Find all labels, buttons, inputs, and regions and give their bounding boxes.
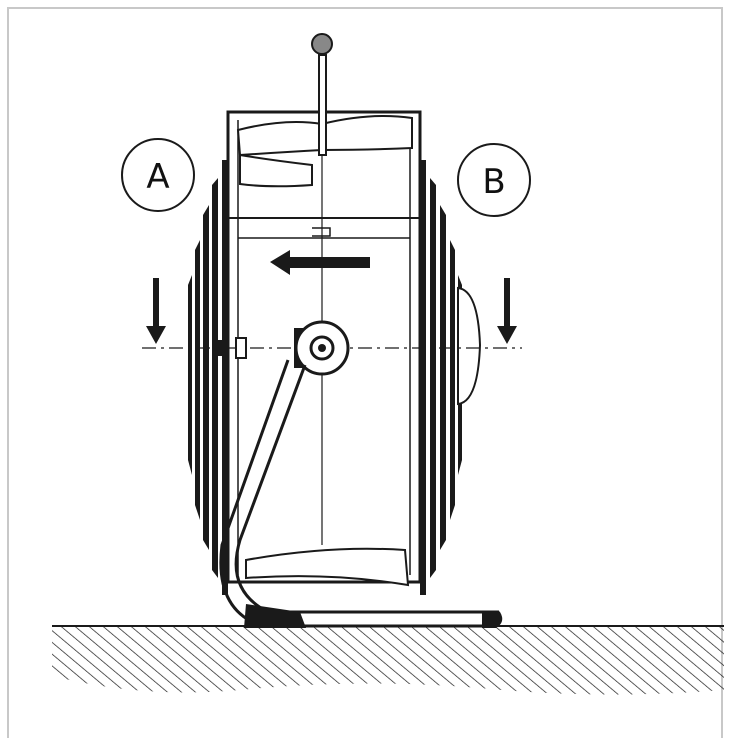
- motor-hub-icon: [294, 320, 350, 376]
- arrow-down-icon: [497, 278, 517, 344]
- right-grille: [420, 160, 462, 595]
- label-a-text: A: [146, 157, 169, 197]
- left-pivot: [214, 337, 247, 359]
- motor-housing: [457, 286, 482, 406]
- label-b-text: B: [482, 162, 505, 202]
- top-rod: [311, 33, 333, 156]
- outer-border: [7, 7, 723, 738]
- left-grille: [188, 160, 228, 595]
- arrow-left-icon: [270, 250, 370, 275]
- foot-left: [244, 604, 306, 628]
- knob-icon: [311, 33, 333, 55]
- bottom-blade: [245, 547, 410, 587]
- label-a: A: [121, 138, 195, 212]
- ground-hatch-icon: [52, 626, 724, 695]
- label-b: B: [457, 143, 531, 217]
- ground: [52, 625, 724, 695]
- arrow-down-icon: [146, 278, 166, 344]
- fan-blade-icon: [236, 115, 413, 188]
- foot-right: [482, 612, 503, 628]
